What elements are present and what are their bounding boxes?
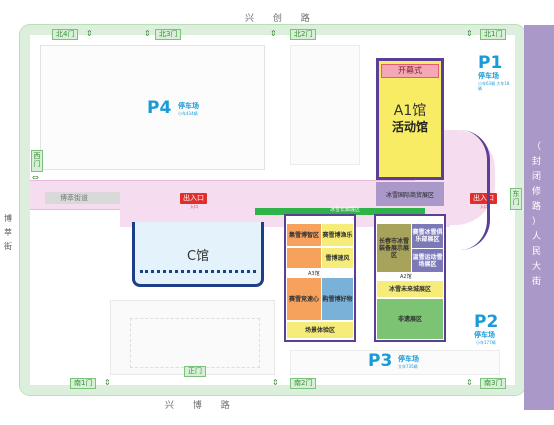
road-east-char: （ (532, 142, 542, 152)
outer-road-ring (19, 24, 526, 396)
zone-a2-2[interactable]: 赛雪冰雪俱乐部展区 (412, 224, 443, 248)
gate-arrow-icon: ⇕ (86, 29, 93, 38)
gate-west[interactable]: 西门 (31, 150, 43, 172)
parking-p2-label: 停车场 (474, 331, 495, 339)
p4-lot-inner (290, 45, 360, 165)
zone-a3-5[interactable]: 购雪博好物 (322, 278, 353, 320)
zone-a2-4[interactable]: 冰雪未来城展区 (377, 281, 443, 297)
gate-arrow-icon: ⇕ (466, 29, 473, 38)
hall-a2-label: A2馆 (400, 274, 412, 280)
p4-lot (40, 45, 265, 170)
south-lot-inner (130, 318, 260, 368)
gate-arrow-icon: ⇕ (466, 378, 473, 387)
road-east-char: 民 (532, 247, 542, 257)
zone-a3-2[interactable]: 赛雪博渔乐 (322, 224, 353, 246)
ice-corridor-label: 冰雪长廊展区 (330, 207, 361, 213)
road-west-char: 萃 (4, 228, 12, 237)
road-west-label: 博 萃 街 (4, 212, 12, 254)
exit-west-sub: 入口 (190, 204, 198, 209)
west-corridor-label: 博萃街道 (60, 194, 88, 202)
east-curve (460, 130, 490, 250)
zone-a3-4[interactable]: 赛雪竞速心 (287, 278, 321, 320)
zone-a2-3[interactable]: 温雪运动雪场展区 (412, 249, 443, 272)
parking-p4-sub: 小车434辆 (178, 111, 198, 116)
road-east-label: （ 封 闭 修 路 ） 人 民 大 街 (532, 140, 541, 290)
gate-arrow-icon: ⇕ (104, 378, 111, 387)
parking-p1-sub: 小车63辆 大车18辆 (478, 81, 510, 91)
parking-p1-label: 停车场 (478, 72, 499, 80)
hall-a3-label: A3馆 (308, 271, 320, 277)
parking-p3-id: P3 (368, 351, 393, 371)
gate-arrow-icon: ⇕ (272, 378, 279, 387)
parking-p3-label: 停车场 (398, 355, 419, 363)
gate-arrow-icon: ⇔ (32, 173, 39, 182)
zone-a3-3[interactable]: 雪博速风 (322, 248, 353, 268)
parking-p3-sub: 大车735辆 (398, 364, 418, 369)
hall-a1-name: A1馆 (393, 103, 427, 119)
gate-north-4[interactable]: 北4门 (52, 29, 79, 40)
road-east-char: ） (532, 217, 542, 227)
hall-c-name: C馆 (186, 249, 210, 264)
road-south-label: 兴 博 路 (165, 401, 238, 411)
parking-p4-id: P4 (147, 98, 172, 118)
gate-arrow-icon: ⇕ (144, 29, 151, 38)
east-closed-road (524, 25, 554, 410)
trade-zone[interactable] (376, 182, 444, 206)
hall-a1-opening[interactable]: 开幕式 (381, 64, 439, 78)
road-west-char: 街 (4, 242, 12, 251)
hall-c[interactable] (132, 222, 264, 287)
trade-zone-label: 冰雪国际商贸展区 (385, 192, 434, 199)
gate-south-1[interactable]: 南1门 (70, 378, 97, 389)
hall-c-dashes (140, 270, 256, 273)
south-east-lot (290, 350, 500, 375)
west-corridor (45, 192, 120, 204)
zone-a3-orange (287, 248, 321, 268)
road-east-char: 闭 (532, 172, 542, 182)
road-east-char: 封 (532, 157, 542, 167)
zone-a2-5[interactable]: 非遗展区 (377, 299, 443, 339)
parking-p1-id: P1 (478, 53, 503, 73)
gate-north-2[interactable]: 北2门 (290, 29, 317, 40)
exit-west[interactable]: 出入口 (180, 193, 207, 204)
parking-p2-sub: 小车177辆 (476, 340, 496, 345)
gate-north-3[interactable]: 北3门 (155, 29, 182, 40)
gate-north-1[interactable]: 北1门 (480, 29, 507, 40)
parking-p2-id: P2 (474, 312, 499, 332)
road-east-char: 路 (532, 202, 542, 212)
gate-main-south[interactable]: 正门 (184, 366, 206, 377)
ice-corridor-bar (255, 208, 425, 215)
road-east-char: 修 (532, 187, 542, 197)
road-east-char: 人 (532, 232, 542, 242)
gate-east[interactable]: 东门 (510, 188, 522, 210)
gate-south-3[interactable]: 南3门 (480, 378, 507, 389)
zone-a2-1[interactable]: 长春市冰雪装备展示展区 (377, 224, 411, 272)
road-west-char: 博 (4, 214, 12, 223)
parking-p4-label: 停车场 (178, 102, 199, 110)
gate-arrow-icon: ⇕ (270, 29, 277, 38)
gate-south-2[interactable]: 南2门 (290, 378, 317, 389)
road-east-char: 街 (532, 277, 542, 287)
hall-a1[interactable] (376, 58, 444, 180)
zone-a3-6[interactable]: 场景体验区 (287, 322, 353, 338)
road-east-char: 大 (532, 262, 542, 272)
zone-a3-1[interactable]: 集雪博智区 (287, 224, 321, 246)
hall-a1-subtitle: 活动馆 (391, 120, 428, 134)
road-north-label: 兴 创 路 (245, 14, 318, 24)
